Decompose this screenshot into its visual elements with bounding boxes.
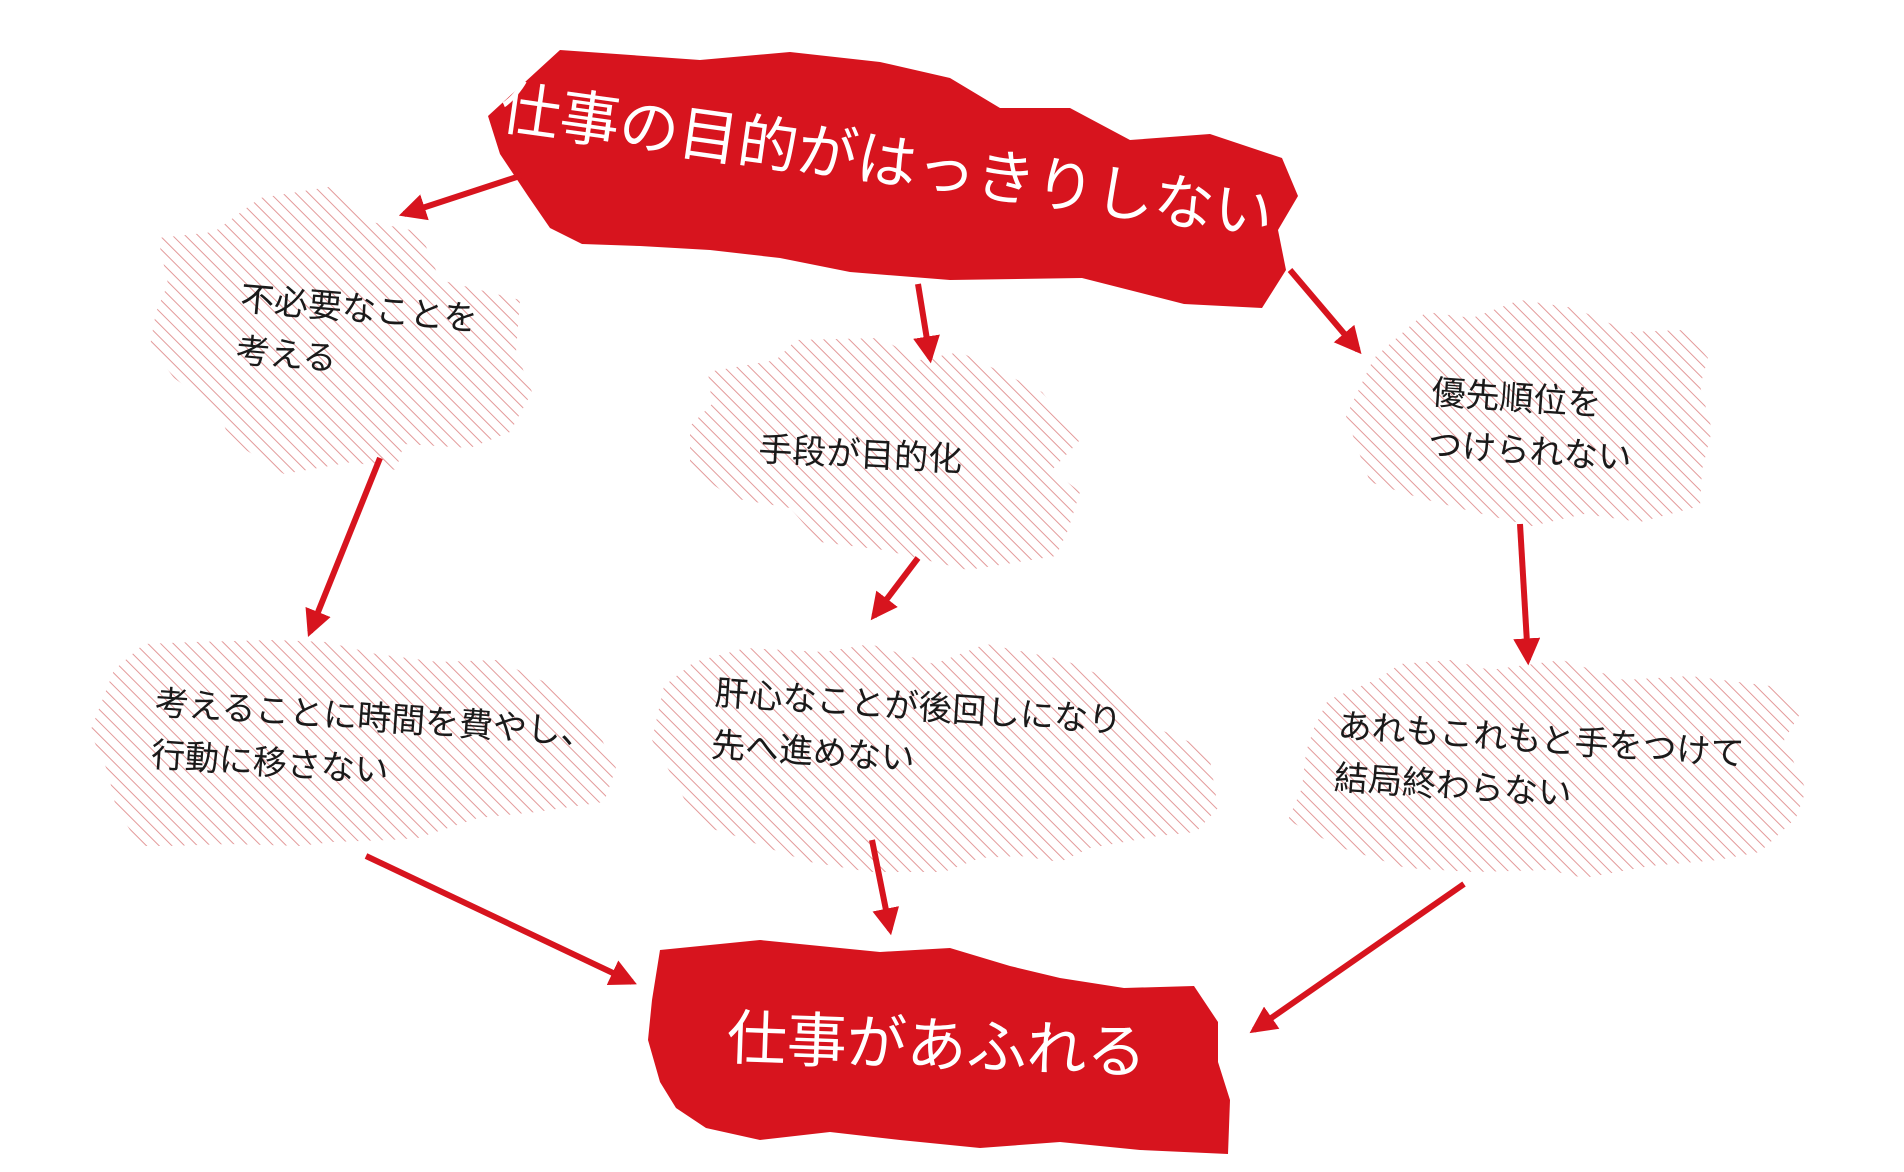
blob-right-cause	[1346, 300, 1712, 526]
arrow-group	[305, 171, 1541, 1034]
arrow-top-to-right	[1287, 268, 1362, 355]
arrow-right-down	[1513, 523, 1541, 666]
arrow-middle-down	[870, 556, 921, 621]
arrow-top-to-left	[398, 171, 527, 221]
blob-middle-effect	[652, 644, 1218, 872]
blob-left-effect	[90, 640, 616, 846]
arrow-top-to-middle	[913, 283, 940, 364]
arrow-right-to-bottom	[1249, 881, 1466, 1034]
bottom-banner-shape	[648, 940, 1230, 1154]
top-banner-shape	[488, 50, 1298, 308]
arrow-left-to-bottom	[364, 853, 637, 985]
arrow-middle-to-bottom	[869, 839, 900, 936]
arrow-left-down	[305, 456, 383, 638]
blob-middle-cause	[690, 338, 1080, 570]
bottom-title: 仕事があふれる	[726, 1004, 1148, 1089]
blob-left-cause	[150, 186, 532, 474]
blob-right-effect	[1288, 660, 1806, 878]
left-cause-line-2: 考える	[234, 331, 338, 380]
